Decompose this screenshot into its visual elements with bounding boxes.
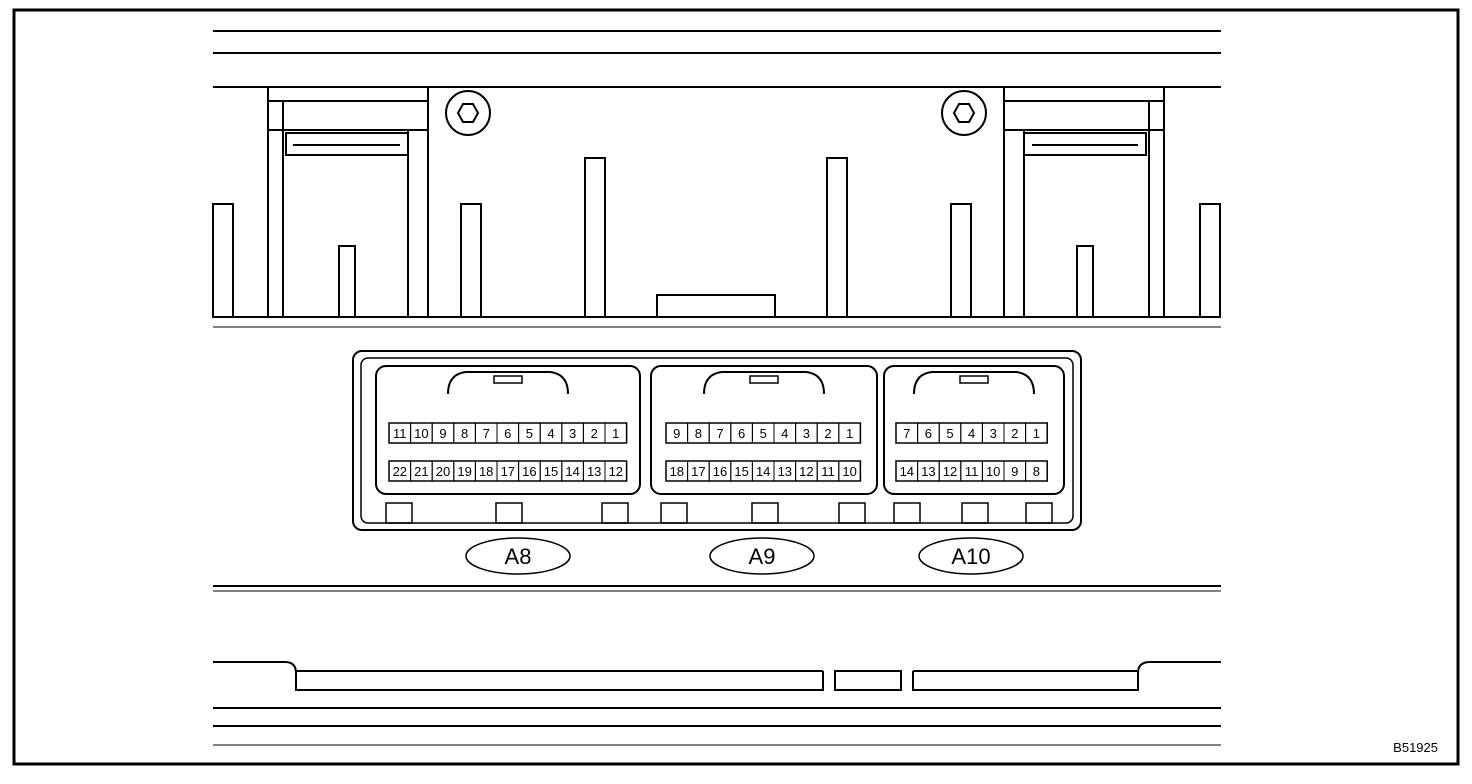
- latch-tab: [959, 375, 989, 384]
- hex-bolt-left-icon: [445, 90, 491, 136]
- pin-number: 1: [846, 426, 853, 441]
- pin-number: 8: [461, 426, 468, 441]
- connector-foot: [893, 502, 921, 524]
- connector-latch: [913, 371, 1035, 395]
- pin-number: 2: [591, 426, 598, 441]
- ecu-housing: [212, 30, 1221, 328]
- pin-number: 19: [457, 464, 471, 479]
- pin-cell: [604, 422, 628, 444]
- latch-tab: [749, 375, 779, 384]
- pin-number: 3: [990, 426, 997, 441]
- pin-number: 4: [968, 426, 975, 441]
- pin-number: 10: [842, 464, 856, 479]
- pin-number: 6: [925, 426, 932, 441]
- pin-number: 6: [504, 426, 511, 441]
- pin-number: 13: [778, 464, 792, 479]
- pin-cell: [838, 460, 861, 482]
- connector-block: [352, 350, 1082, 531]
- pin-number: 14: [900, 464, 914, 479]
- pin-number: 15: [544, 464, 558, 479]
- pin-number: 2: [1011, 426, 1018, 441]
- diagram-frame: [12, 8, 1460, 766]
- pin-number: 5: [760, 426, 767, 441]
- pin-number: 8: [1033, 464, 1040, 479]
- pin-cell: [1025, 422, 1048, 444]
- pin-number: 7: [716, 426, 723, 441]
- connector-label-ellipse: [709, 537, 815, 575]
- connector-housing: [375, 365, 641, 495]
- pin-cell: [1025, 460, 1048, 482]
- pin-number: 11: [821, 464, 835, 479]
- connector-foot: [961, 502, 989, 524]
- pin-number: 18: [670, 464, 684, 479]
- connector-foot: [751, 502, 779, 524]
- connector-foot: [1025, 502, 1053, 524]
- connector-housing: [883, 365, 1065, 495]
- pin-cell: [604, 460, 628, 482]
- pin-number: 5: [946, 426, 953, 441]
- pin-number: 4: [547, 426, 554, 441]
- pin-number: 17: [691, 464, 705, 479]
- connector-label: A10: [951, 544, 990, 569]
- pin-number: 11: [965, 464, 979, 479]
- pin-number: 3: [803, 426, 810, 441]
- pin-number: 1: [1033, 426, 1040, 441]
- connector-foot: [495, 502, 523, 524]
- pin-number: 12: [799, 464, 813, 479]
- pin-number: 7: [903, 426, 910, 441]
- pin-number: 6: [738, 426, 745, 441]
- pin-number: 17: [501, 464, 515, 479]
- connector-label: A8: [505, 544, 532, 569]
- pin-number: 14: [565, 464, 579, 479]
- pin-number: 11: [393, 426, 407, 441]
- pin-number: 13: [921, 464, 935, 479]
- connector-foot: [838, 502, 866, 524]
- pin-number: 16: [713, 464, 727, 479]
- pin-number: 20: [436, 464, 450, 479]
- connector-housing: [650, 365, 878, 495]
- pin-number: 3: [569, 426, 576, 441]
- pin-number: 9: [439, 426, 446, 441]
- reference-code: B51925: [1393, 740, 1438, 755]
- connector-latch: [447, 371, 569, 395]
- pin-number: 2: [824, 426, 831, 441]
- connector-foot: [385, 502, 413, 524]
- pin-number: 12: [943, 464, 957, 479]
- ecu-lower-housing: [213, 585, 1221, 746]
- pin-number: 9: [673, 426, 680, 441]
- pin-number: 22: [393, 464, 407, 479]
- pin-cell: [838, 422, 861, 444]
- pin-number: 12: [609, 464, 623, 479]
- pin-number: 14: [756, 464, 770, 479]
- connector-foot: [601, 502, 629, 524]
- pin-number: 7: [483, 426, 490, 441]
- hex-bolt-right-icon: [941, 90, 987, 136]
- connector-latch: [703, 371, 825, 395]
- latch-tab: [493, 375, 523, 384]
- pin-number: 13: [587, 464, 601, 479]
- connector-label-ellipse: [465, 537, 571, 575]
- connector-foot: [660, 502, 688, 524]
- pin-number: 5: [526, 426, 533, 441]
- pin-number: 16: [522, 464, 536, 479]
- pin-number: 10: [414, 426, 428, 441]
- pin-number: 9: [1011, 464, 1018, 479]
- pin-number: 10: [986, 464, 1000, 479]
- pin-number: 18: [479, 464, 493, 479]
- pin-number: 4: [781, 426, 788, 441]
- pin-number: 8: [695, 426, 702, 441]
- connector-label-ellipse: [918, 537, 1024, 575]
- connector-label: A9: [749, 544, 776, 569]
- pin-number: 15: [734, 464, 748, 479]
- pin-number: 21: [414, 464, 428, 479]
- pin-number: 1: [612, 426, 619, 441]
